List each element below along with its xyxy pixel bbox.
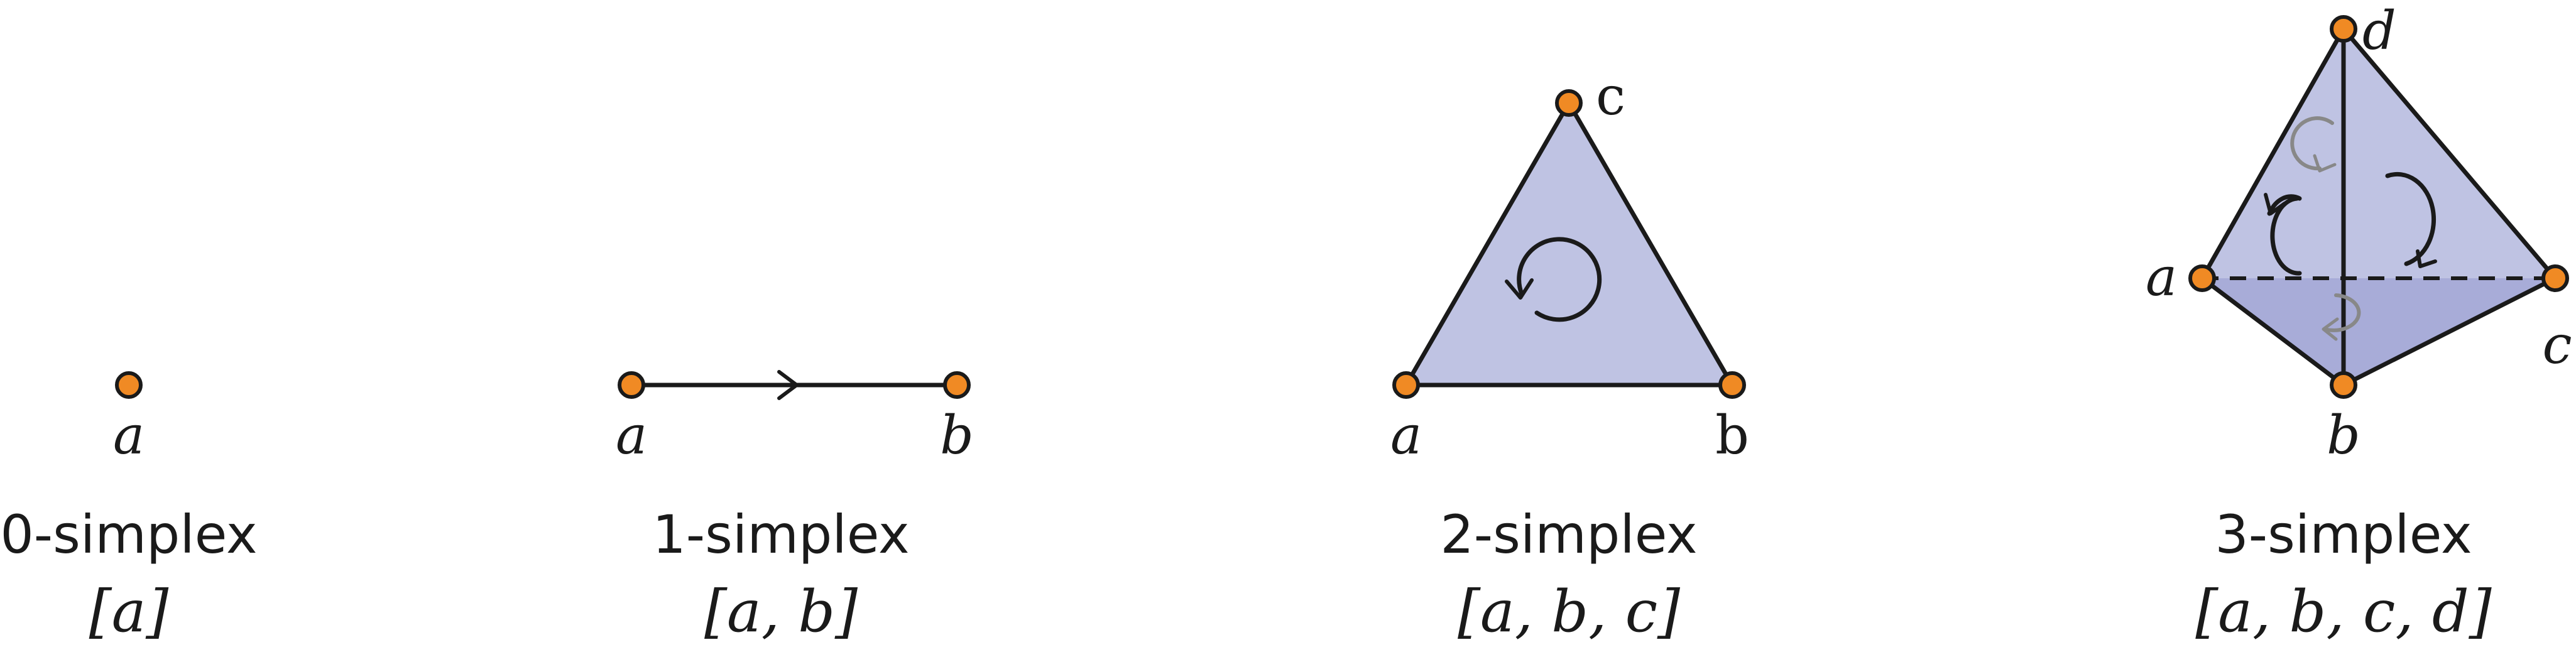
simplex-3: a b c d 3-simplex [a, b, c, d] [2146,0,2572,645]
simplex-0: a 0-simplex [a] [0,371,258,645]
vertex-0-a [115,371,143,399]
vertex-label-3-a: a [2146,246,2177,308]
caption-1-simplex: 1-simplex [652,504,909,565]
vertex-label-0-a: a [113,405,145,466]
vertex-1-a [618,371,645,399]
vertex-label-2-a: a [1390,405,1422,466]
vertex-3-c [2541,264,2569,292]
vertex-3-b [2330,371,2357,399]
orientation-arrowhead-3-back-lower [2322,317,2339,341]
notation-2-simplex: [a, b, c] [1458,578,1680,645]
caption-3-simplex: 3-simplex [2215,504,2472,565]
face-3-acd [2202,29,2555,278]
edge-3-ab [2200,276,2345,387]
vertex-3-d [2330,15,2357,43]
vertex-label-2-c: c [1596,65,1625,127]
vertex-label-1-a: a [616,405,647,466]
caption-0-simplex: 0-simplex [0,504,257,565]
vertex-2-b [1718,371,1746,399]
orientation-arrow-2 [1517,237,1602,322]
orientation-arrowhead-3-front-right [2416,249,2437,268]
edge-3-bc [2342,276,2557,388]
vertex-label-2-b: b [1715,405,1749,466]
vertex-label-3-c: c [2542,314,2572,376]
simplex-2: a b c 2-simplex [a, b, c] [1390,65,1749,645]
orientation-arrow-3-back-lower [2323,293,2361,332]
face-3-abc [2202,278,2555,385]
vertex-2-c [1555,89,1583,117]
vertex-2-a [1392,371,1420,399]
orientation-arrow-3-front-right [2385,171,2436,266]
vertex-label-1-b: b [940,405,974,466]
orientation-arrowhead-3-back-upper [2313,154,2337,173]
vertex-label-3-d: d [2362,0,2396,62]
edge-3-ad [2200,28,2346,280]
simplex-1: a b 1-simplex [a, b] [616,370,974,645]
orientation-arrowhead-2 [1505,278,1534,300]
notation-0-simplex: [a] [89,578,169,645]
vertex-3-a [2188,264,2216,292]
edge-3-cd [2342,27,2557,280]
orientation-arc-3-front-left [2267,194,2302,216]
face-3-bcd [2344,29,2555,385]
orientation-arrow-3-back-upper [2290,116,2334,171]
notation-1-simplex: [a, b] [704,578,858,645]
caption-2-simplex: 2-simplex [1440,504,1697,565]
orientation-arrow-1 [777,370,799,400]
notation-3-simplex: [a, b, c, d] [2195,578,2492,645]
vertex-label-3-b: b [2327,405,2360,466]
vertex-1-b [943,371,971,399]
face-2-abc [1404,100,1735,388]
